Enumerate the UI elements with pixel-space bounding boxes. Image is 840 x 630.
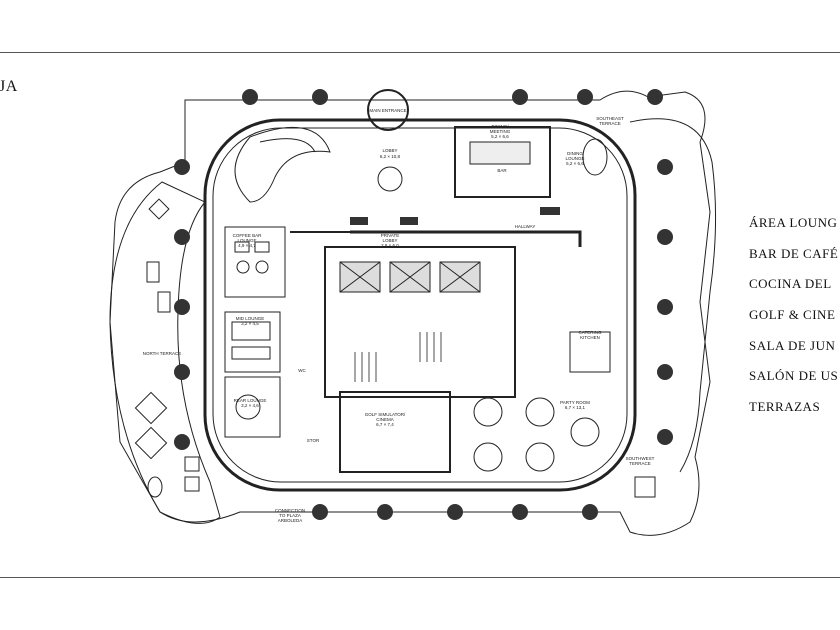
label-sw-terrace: SOUTHWEST — [626, 456, 655, 461]
label-coffee-bar-size: 4,9 × 4,7 — [238, 243, 256, 248]
label-coffee-bar: COFFEE BAR — [233, 233, 263, 238]
label-lobby-size: 6,2 × 10,8 — [380, 154, 401, 159]
label-main-entrance: MAIN ENTRANCE — [369, 108, 406, 113]
label-se-terrace2: TERRACE — [599, 121, 621, 126]
main-entrance-circle — [367, 89, 409, 131]
legend-item-kitchen: COCINA DEL — [749, 276, 832, 292]
label-connection3: ARBOLEDA — [278, 518, 303, 523]
label-connection2: TO PLAZA — [279, 513, 301, 518]
page-top-margin — [0, 0, 840, 52]
dining-room — [454, 126, 551, 198]
label-dining2: MEETING — [490, 129, 511, 134]
legend-item-golf-cinema: GOLF & CINE — [749, 307, 836, 323]
legend-item-terraces: TERRAZAS — [749, 399, 821, 415]
label-catering: CATERING — [579, 330, 602, 335]
label-dining-lounge2: LOUNGE — [565, 156, 584, 161]
floor-plan: MAIN ENTRANCE LOBBY 6,2 × 10,8 DINING/ M… — [109, 89, 717, 536]
label-private-lobby: PRIVATE — [381, 233, 400, 238]
label-dining-lounge-size: 5,2 × 6,6 — [566, 161, 584, 166]
top-divider — [0, 52, 840, 53]
label-wc: WC — [298, 368, 306, 373]
label-dining-size: 5,2 × 6,6 — [491, 134, 509, 139]
label-se-terrace: SOUTHEAST — [596, 116, 624, 121]
label-north-terrace: NORTH TERRACE — [143, 351, 182, 356]
core — [324, 246, 516, 398]
legend-item-coffee-bar: BAR DE CAFÉ — [749, 245, 839, 261]
label-sw-terrace2: TERRACE — [629, 461, 651, 466]
label-party-room-size: 6,7 × 13,1 — [565, 405, 586, 410]
amenities-legend: ÁREA LOUNG BAR DE CAFÉ COCINA DEL GOLF &… — [749, 215, 838, 430]
label-golf-size: 6,7 × 7,4 — [376, 422, 394, 427]
label-catering2: KITCHEN — [580, 335, 600, 340]
label-private-lobby2: LOBBY — [382, 238, 397, 243]
building-outline — [203, 118, 637, 492]
terrace-outline — [109, 90, 711, 536]
legend-item-multipurpose-room: SALÓN DE US — [749, 368, 839, 384]
label-rear-lounge-size: 3,2 × 4,6 — [241, 403, 259, 408]
label-mid-lounge-size: 3,2 × 4,5 — [241, 321, 259, 326]
label-connection: CONNECTION — [275, 508, 305, 513]
label-party-room: PARTY ROOM — [560, 400, 590, 405]
label-lobby: LOBBY — [382, 148, 397, 153]
label-hallway: HALLWAY — [515, 224, 536, 229]
bottom-divider — [0, 577, 840, 578]
golf-room — [339, 391, 451, 473]
label-dining-lounge: DINING — [567, 151, 583, 156]
label-rear-lounge: REAR LOUNGE — [234, 398, 267, 403]
label-private-lobby-size: 2,8 × 6,0 — [381, 243, 399, 248]
label-bar: BAR — [497, 168, 507, 173]
label-mid-lounge: MID LOUNGE — [236, 316, 265, 321]
label-golf2: CINEMA — [376, 417, 394, 422]
structural-columns — [174, 89, 673, 520]
corner-label: JA — [0, 78, 18, 95]
legend-item-meeting-room: SALA DE JUN — [749, 337, 836, 353]
label-dining: DINING/ — [491, 124, 509, 129]
label-coffee-bar2: LOUNGE — [237, 238, 256, 243]
legend-item-lounge: ÁREA LOUNG — [749, 215, 838, 230]
label-storage: STOR — [307, 438, 320, 443]
label-golf: GOLF SIMULATOR/ — [365, 412, 406, 417]
